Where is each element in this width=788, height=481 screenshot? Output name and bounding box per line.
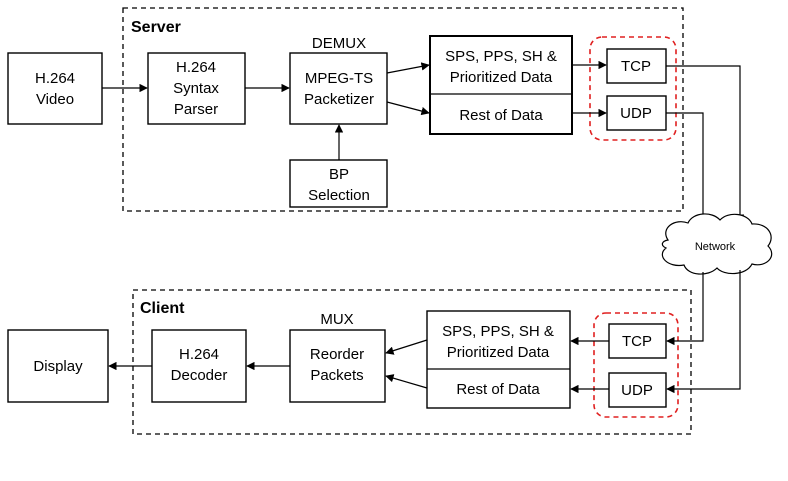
arrow-rest-to-reorder: [385, 374, 428, 389]
arrow-tcp-to-network: [666, 65, 745, 223]
client-transport-highlight: [593, 312, 679, 418]
server-tcp-box: [606, 48, 667, 84]
decoder-label-2: Decoder: [171, 367, 228, 384]
server-transport-highlight: [589, 36, 677, 141]
server-udp-box: [606, 95, 667, 131]
client-tcp-box: [608, 323, 667, 359]
network-label: Network: [695, 241, 736, 253]
mux-label: MUX: [320, 311, 353, 328]
display-box: [7, 329, 109, 403]
server-prioritized-label-2: Prioritized Data: [450, 69, 553, 86]
bp-selection-label-2: Selection: [308, 187, 370, 204]
client-title: Client: [140, 300, 185, 317]
client-rest-label: Rest of Data: [456, 381, 540, 398]
client-prioritized-label-2: Prioritized Data: [447, 344, 550, 361]
arrow-udp-to-network: [666, 112, 708, 226]
packetizer-label-1: MPEG-TS: [305, 70, 373, 87]
server-rest-label: Rest of Data: [459, 107, 543, 124]
reorder-box: [289, 329, 386, 403]
client-udp-label: UDP: [621, 382, 653, 399]
client-group: [132, 289, 692, 435]
client-tcp-label: TCP: [622, 333, 652, 350]
reorder-label-1: Reorder: [310, 346, 364, 363]
server-title: Server: [131, 19, 181, 36]
syntax-parser-label-3: Parser: [174, 101, 218, 118]
syntax-parser-label-1: H.264: [176, 59, 216, 76]
arrow-packetizer-to-prioritized: [386, 62, 430, 74]
arrow-packetizer-to-rest: [386, 101, 430, 116]
arrow-network-to-client-tcp: [666, 272, 704, 346]
reorder-label-2: Packets: [310, 367, 363, 384]
server-group: [122, 7, 684, 212]
display-label: Display: [33, 358, 83, 375]
arrow-network-to-client-udp: [666, 270, 741, 394]
decoder-box: [151, 329, 247, 403]
syntax-parser-label-2: Syntax: [173, 80, 219, 97]
demux-label: DEMUX: [312, 35, 366, 52]
client-prioritized-label-1: SPS, PPS, SH &: [442, 323, 554, 340]
bp-selection-box: [289, 159, 388, 208]
decoder-label-1: H.264: [179, 346, 219, 363]
server-prioritized-label-1: SPS, PPS, SH &: [445, 48, 557, 65]
server-tcp-label: TCP: [621, 58, 651, 75]
client-udp-box: [608, 372, 667, 408]
client-data-split-box: [426, 310, 571, 409]
bp-selection-label-1: BP: [329, 166, 349, 183]
server-data-split-box: [429, 35, 573, 135]
packetizer-label-2: Packetizer: [304, 91, 374, 108]
h264-video-label-1: H.264: [35, 70, 75, 87]
h264-video-box: [7, 52, 103, 125]
h264-video-label-2: Video: [36, 91, 74, 108]
network-cloud-icon: [661, 213, 773, 275]
arrow-prioritized-to-reorder: [385, 339, 428, 355]
server-udp-label: UDP: [620, 105, 652, 122]
packetizer-box: [289, 52, 388, 125]
